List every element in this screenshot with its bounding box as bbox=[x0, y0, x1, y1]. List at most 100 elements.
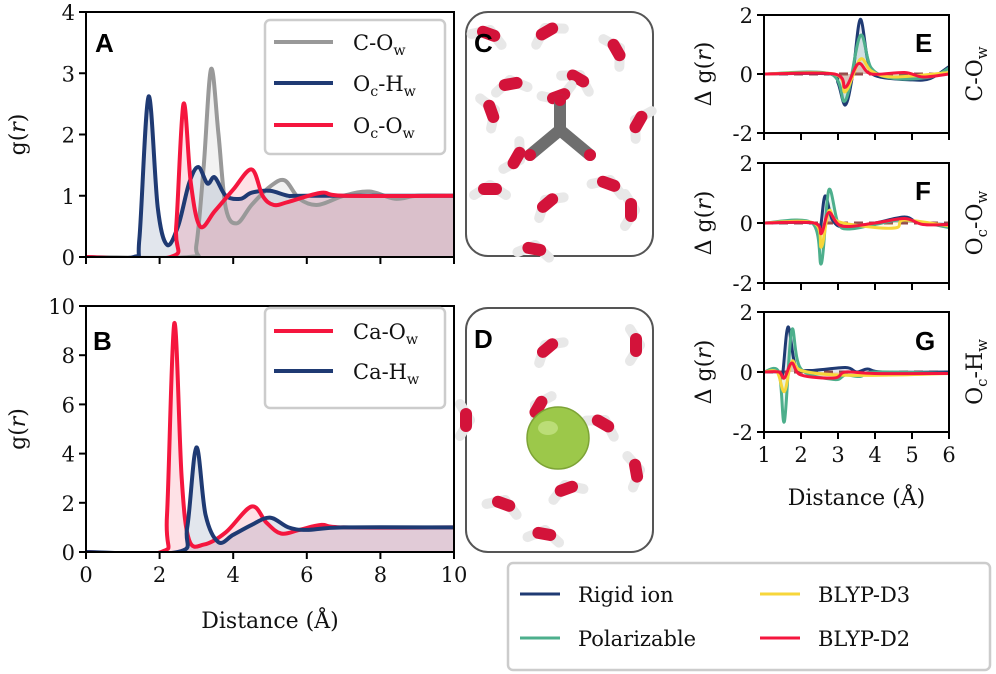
text-segment: -H bbox=[378, 72, 403, 96]
x-tick-label: 6 bbox=[942, 443, 955, 467]
text-segment: ) bbox=[692, 340, 717, 349]
side-label: Oc-Hw bbox=[963, 339, 991, 405]
subscript: w bbox=[973, 339, 991, 352]
subscript: w bbox=[393, 43, 406, 59]
panel-letter-c: C bbox=[474, 28, 493, 58]
y-axis-label: Δ g(r) bbox=[692, 191, 717, 256]
legend-label: C-Ow bbox=[353, 31, 406, 59]
calcium-highlight bbox=[538, 421, 558, 435]
series-fill bbox=[764, 19, 949, 106]
carbonate-bond bbox=[524, 124, 566, 161]
water-molecule bbox=[581, 414, 619, 442]
y-tick-label: 4 bbox=[62, 1, 75, 25]
legend-label: Ca-Ow bbox=[353, 320, 419, 348]
text-segment: O bbox=[963, 237, 988, 255]
plot-area bbox=[764, 17, 949, 107]
y-tick-label: 1 bbox=[62, 185, 75, 209]
oxygen-atom bbox=[591, 414, 615, 433]
text-segment: Δ g( bbox=[692, 210, 717, 256]
oxygen-atom bbox=[629, 110, 648, 134]
x-tick-label: 4 bbox=[227, 563, 240, 587]
text-segment: g( bbox=[6, 427, 31, 450]
plot-area bbox=[86, 66, 454, 257]
series-line-blyp-d2 bbox=[764, 361, 949, 380]
y-tick-label: 2 bbox=[740, 301, 753, 325]
plot-area bbox=[764, 187, 949, 266]
y-tick-label: 0 bbox=[740, 361, 753, 385]
text-segment: r bbox=[6, 121, 31, 133]
water-molecule bbox=[512, 240, 555, 263]
oxygen-atom bbox=[536, 338, 559, 358]
subscript: w bbox=[973, 46, 991, 59]
text-segment: Ca-H bbox=[353, 360, 407, 384]
side-label: C-Ow bbox=[963, 46, 991, 101]
y-tick-label: 10 bbox=[48, 295, 75, 319]
panel-letter: F bbox=[915, 176, 931, 206]
oxygen-atom bbox=[507, 146, 526, 170]
legend-label: Oc-Hw bbox=[353, 72, 417, 100]
text-segment: r bbox=[6, 415, 31, 427]
y-tick-label: -2 bbox=[733, 272, 753, 296]
x-tick-label: 5 bbox=[905, 443, 918, 467]
y-tick-label: 3 bbox=[62, 62, 75, 86]
y-tick-label: 2 bbox=[740, 4, 753, 28]
carbonate-oxygen bbox=[584, 149, 596, 161]
series-fill bbox=[86, 447, 454, 552]
text-segment: C-O bbox=[963, 59, 988, 101]
text-segment: r bbox=[692, 49, 717, 61]
calcium-water-rendering bbox=[455, 324, 645, 548]
subscript: c bbox=[370, 126, 378, 142]
y-tick-label: 6 bbox=[62, 393, 75, 417]
text-segment: Ca-O bbox=[353, 320, 406, 344]
water-molecule bbox=[531, 22, 569, 50]
x-tick-label: 1 bbox=[757, 443, 770, 467]
oxygen-atom bbox=[596, 175, 621, 192]
plot-area bbox=[86, 321, 454, 552]
text-segment: ) bbox=[6, 114, 31, 123]
y-axis-label: Δ g(r) bbox=[692, 42, 717, 107]
oxygen-atom bbox=[536, 193, 559, 213]
x-tick-label: 3 bbox=[831, 443, 844, 467]
series-line-blyp-d2 bbox=[764, 61, 949, 89]
water-molecule bbox=[534, 192, 569, 223]
axes-frame bbox=[85, 305, 455, 553]
oxygen-atom bbox=[607, 38, 626, 62]
text-segment: O bbox=[353, 72, 370, 96]
x-axis-label: Distance (Å) bbox=[201, 606, 338, 634]
legend-label: BLYP-D3 bbox=[818, 583, 910, 607]
text-segment: ) bbox=[6, 408, 31, 417]
water-molecule bbox=[556, 69, 594, 97]
y-tick-label: 2 bbox=[740, 152, 753, 176]
oxygen-atom bbox=[554, 480, 579, 497]
text-segment: g( bbox=[6, 133, 31, 156]
oxygen-atom bbox=[529, 395, 548, 419]
oxygen-atom bbox=[532, 526, 557, 541]
water-molecule bbox=[625, 324, 645, 366]
y-tick-label: 0 bbox=[740, 63, 753, 87]
x-tick-label: 2 bbox=[153, 563, 166, 587]
text-segment: O bbox=[353, 114, 370, 138]
water-molecule bbox=[522, 525, 565, 548]
snapshot-panel-d: D bbox=[455, 307, 654, 553]
y-axis-label: Δ g(r) bbox=[692, 340, 717, 405]
series-fill bbox=[86, 323, 454, 552]
y-tick-label: 0 bbox=[62, 541, 75, 565]
water-molecule bbox=[466, 25, 507, 50]
oxygen-atom bbox=[535, 22, 559, 41]
plot-area bbox=[764, 325, 949, 424]
oxygen-atom bbox=[498, 76, 523, 91]
x-tick-label: 8 bbox=[374, 563, 387, 587]
subscript: c bbox=[370, 84, 378, 100]
subscript: w bbox=[404, 84, 417, 100]
x-tick-label: 2 bbox=[794, 443, 807, 467]
text-segment: -O bbox=[378, 114, 402, 138]
text-segment: C-O bbox=[353, 31, 393, 55]
water-molecule bbox=[455, 399, 475, 441]
water-molecule bbox=[586, 175, 627, 200]
legend-label: BLYP-D2 bbox=[818, 627, 910, 651]
x-tick-label: 0 bbox=[79, 563, 92, 587]
carbonate-ion bbox=[524, 94, 596, 161]
